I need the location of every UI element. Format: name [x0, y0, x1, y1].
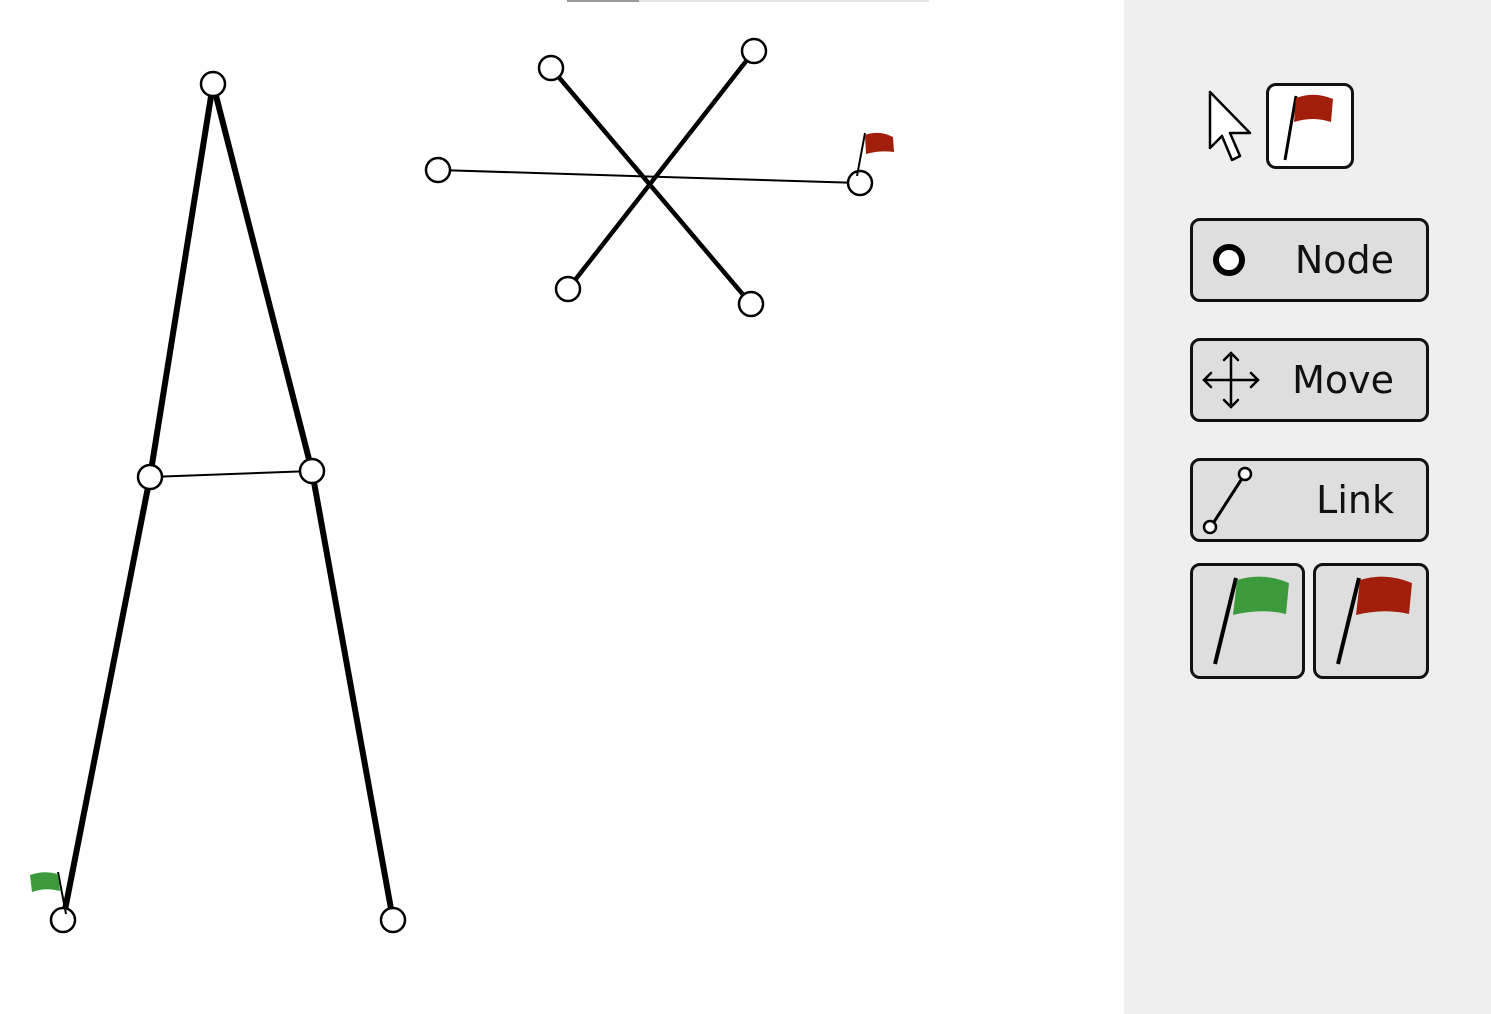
- node[interactable]: [740, 37, 768, 65]
- node[interactable]: [199, 70, 227, 98]
- node[interactable]: [136, 463, 164, 491]
- node-tool-label: Node: [1294, 238, 1394, 282]
- node[interactable]: [554, 275, 582, 303]
- graph-canvas[interactable]: [0, 0, 1124, 1014]
- node-circle-icon: [1213, 244, 1245, 276]
- node[interactable]: [737, 290, 765, 318]
- pointer-arrow-icon[interactable]: [1206, 88, 1262, 164]
- end-flag-tool-button[interactable]: [1313, 563, 1429, 679]
- move-tool-button[interactable]: Move: [1190, 338, 1429, 422]
- link[interactable]: [437, 169, 861, 184]
- link-tool-button[interactable]: Link: [1190, 458, 1429, 542]
- star-graph: [424, 37, 894, 318]
- node[interactable]: [298, 457, 326, 485]
- red-flag-icon: [1336, 576, 1412, 665]
- start-flag-tool-button[interactable]: [1190, 563, 1305, 679]
- link[interactable]: [210, 83, 315, 472]
- link[interactable]: [309, 470, 396, 921]
- link[interactable]: [566, 49, 756, 291]
- node-tool-button[interactable]: Node: [1190, 218, 1429, 302]
- a-frame-graph: [30, 70, 407, 934]
- start-flag-marker[interactable]: [30, 871, 67, 915]
- move-arrows-icon: [1202, 351, 1260, 409]
- end-flag-marker[interactable]: [856, 132, 894, 177]
- node[interactable]: [537, 54, 565, 82]
- link[interactable]: [147, 83, 216, 478]
- link[interactable]: [60, 476, 153, 921]
- move-tool-label: Move: [1292, 358, 1394, 402]
- node[interactable]: [379, 906, 407, 934]
- node[interactable]: [424, 156, 452, 184]
- progress-fill: [567, 0, 640, 2]
- red-flag-icon: [1283, 94, 1333, 161]
- node[interactable]: [49, 906, 77, 934]
- active-tool-indicator[interactable]: [1266, 83, 1354, 169]
- link[interactable]: [149, 470, 313, 478]
- green-flag-icon: [1213, 576, 1289, 665]
- node[interactable]: [846, 169, 874, 197]
- link-tool-label: Link: [1316, 478, 1394, 522]
- link-icon: [1202, 466, 1253, 535]
- progress-bar: [567, 0, 929, 2]
